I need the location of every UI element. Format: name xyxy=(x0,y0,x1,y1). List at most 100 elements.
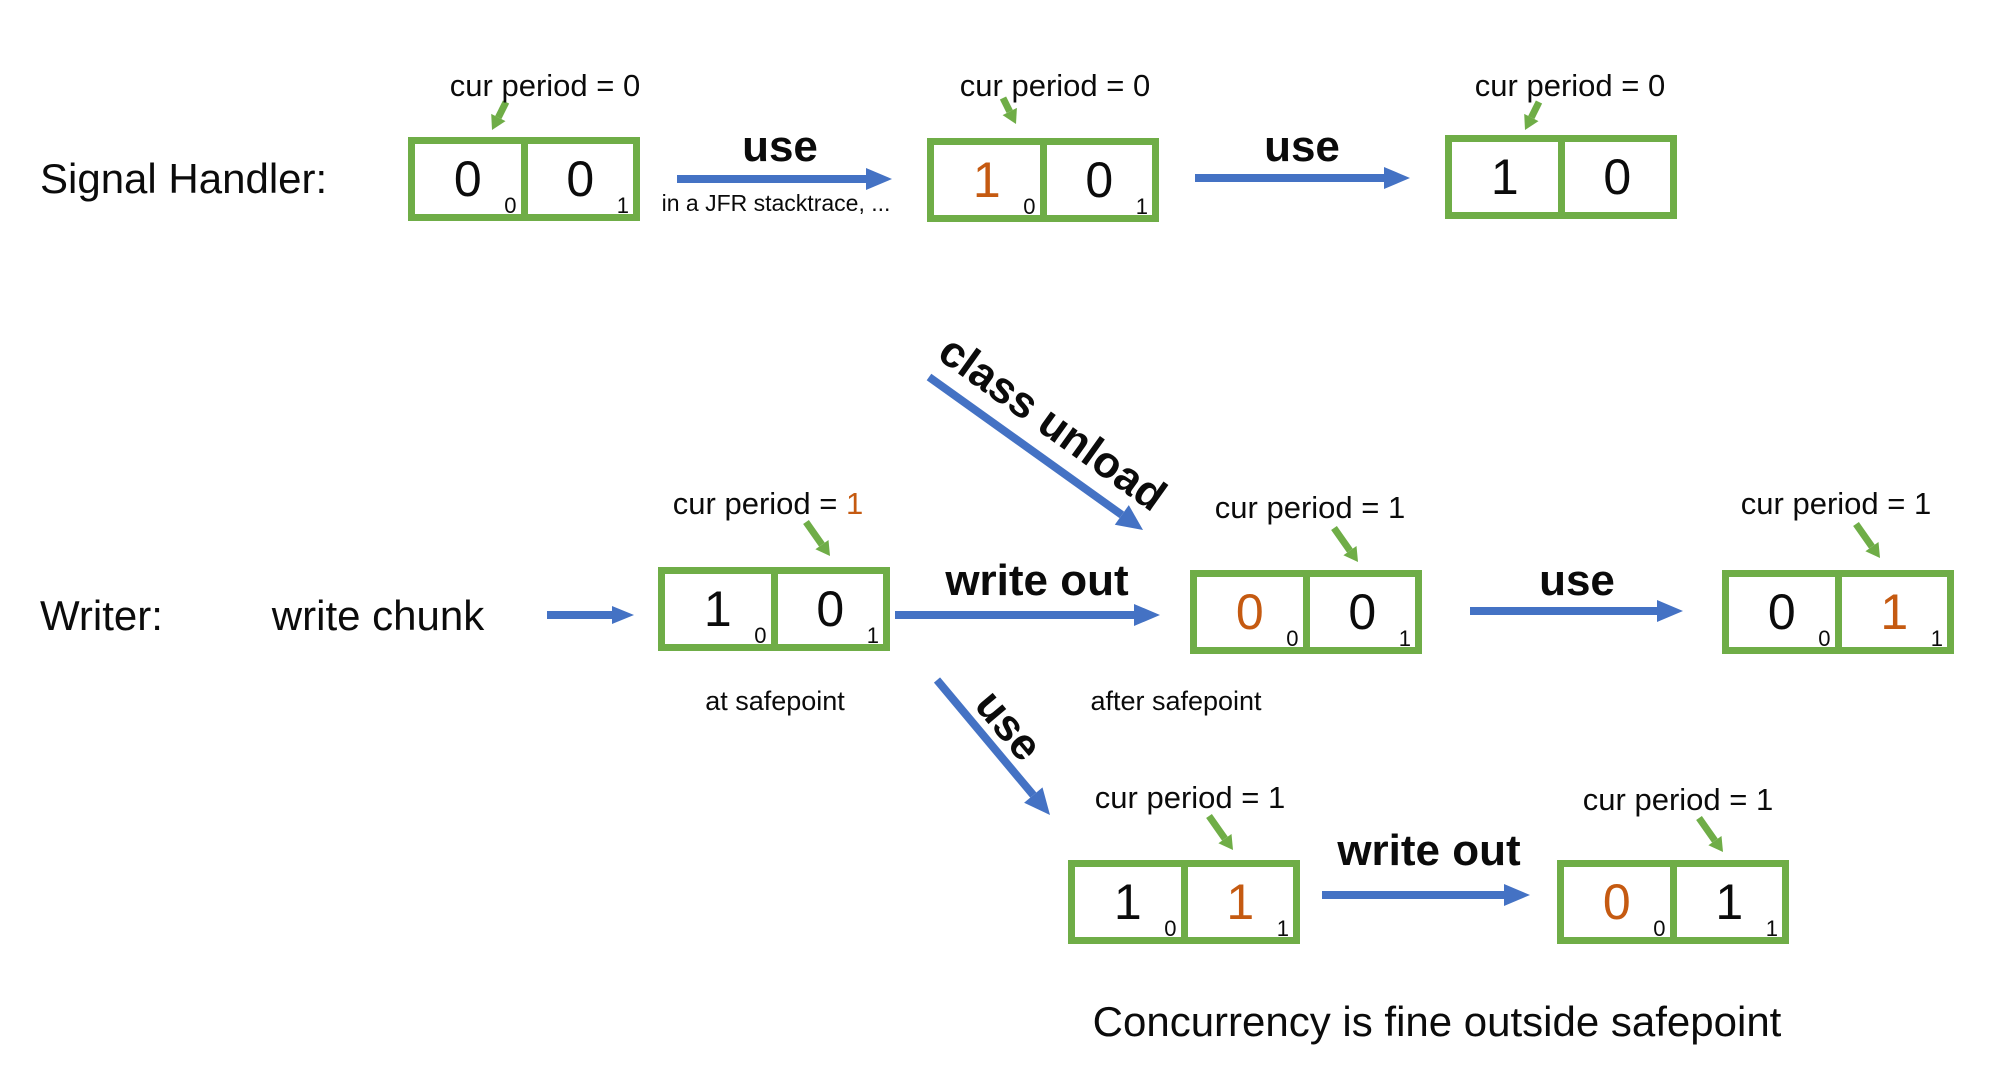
bit-index: 1 xyxy=(1276,916,1289,941)
cur-period-prefix: cur period = xyxy=(449,68,623,103)
bit-index: 0 xyxy=(1023,194,1036,219)
cur-period-prefix: cur period = xyxy=(1094,780,1268,815)
bit-cell-1: 0 xyxy=(1565,142,1671,212)
bit-index: 1 xyxy=(1135,194,1148,219)
cur-period-value: 0 xyxy=(1647,68,1666,103)
cur-period-prefix: cur period = xyxy=(1582,782,1756,817)
cur-period-value: 1 xyxy=(1387,490,1406,525)
bit-value: 0 xyxy=(1767,584,1796,640)
write-out-label-mid: write out xyxy=(945,556,1129,605)
bit-value: 0 xyxy=(1602,874,1631,930)
cur-period-label-sh2: cur period = 0 xyxy=(960,68,1150,104)
cur-period-label-b4: cur period = 1 xyxy=(1095,780,1285,816)
use-label-top-1: use xyxy=(742,122,818,171)
bit-value: 1 xyxy=(1226,874,1255,930)
cur-period-label-w1: cur period = 1 xyxy=(673,486,863,522)
class-unload-arrow xyxy=(926,373,1143,530)
at-safepoint-note: at safepoint xyxy=(705,686,845,716)
write-out-arrow-mid xyxy=(895,604,1160,626)
bit-index: 0 xyxy=(1818,626,1831,651)
use-arrow-top-1 xyxy=(677,168,892,190)
bit-value: 0 xyxy=(1235,584,1264,640)
after-safepoint-note: after safepoint xyxy=(1090,686,1262,716)
bit-value: 0 xyxy=(1085,152,1114,208)
bit-value: 1 xyxy=(1715,874,1744,930)
cur-period-value: 0 xyxy=(1132,68,1151,103)
blue-arrows xyxy=(547,167,1683,906)
bit-index: 0 xyxy=(1164,916,1177,941)
bit-value: 0 xyxy=(453,151,482,207)
signal-handler-row-label: Signal Handler: xyxy=(40,155,328,202)
write-out-arrow-bottom xyxy=(1322,884,1530,906)
cur-period-pointer-w3 xyxy=(1853,521,1880,558)
use-arrow-mid xyxy=(1470,600,1683,622)
state-box-sh3: 1 0 xyxy=(1445,135,1677,219)
use-arrow-diagonal xyxy=(933,677,1050,815)
bit-index: 0 xyxy=(754,623,767,648)
bit-value: 0 xyxy=(816,581,845,637)
bit-index: 1 xyxy=(1765,916,1778,941)
concurrency-caption: Concurrency is fine outside safepoint xyxy=(1092,998,1782,1045)
cur-period-label-b5: cur period = 1 xyxy=(1583,782,1773,818)
cur-period-pointer-b4 xyxy=(1206,813,1233,850)
use-arrow-top-2 xyxy=(1195,167,1410,189)
cur-period-value: 1 xyxy=(1267,780,1286,815)
cur-period-label-w2: cur period = 1 xyxy=(1215,490,1405,526)
write-chunk-arrow xyxy=(547,606,634,624)
cur-period-prefix: cur period = xyxy=(1474,68,1648,103)
cur-period-value: 1 xyxy=(1755,782,1774,817)
bit-value: 1 xyxy=(1490,149,1519,205)
bit-index: 1 xyxy=(866,623,879,648)
bit-cell-0: 1 xyxy=(1452,142,1565,212)
write-out-label-bottom: write out xyxy=(1337,826,1521,875)
bit-value: 0 xyxy=(1348,584,1377,640)
cur-period-prefix: cur period = xyxy=(672,486,846,521)
cur-period-prefix: cur period = xyxy=(1740,486,1914,521)
writer-row-label: Writer: xyxy=(40,592,163,639)
cur-period-label-sh1: cur period = 0 xyxy=(450,68,640,104)
write-chunk-label: write chunk xyxy=(271,592,485,639)
bit-index: 1 xyxy=(1398,626,1411,651)
bit-value: 1 xyxy=(1880,584,1909,640)
cur-period-pointer-sh1 xyxy=(491,100,510,130)
bit-value: 0 xyxy=(566,151,595,207)
bit-index: 0 xyxy=(504,193,517,218)
bit-value: 1 xyxy=(972,152,1001,208)
cur-period-prefix: cur period = xyxy=(1214,490,1388,525)
cur-period-pointer-w2 xyxy=(1331,525,1358,562)
bit-index: 1 xyxy=(1930,626,1943,651)
cur-period-pointer-b5 xyxy=(1696,815,1723,852)
bit-index: 0 xyxy=(1653,916,1666,941)
cur-period-pointer-w1 xyxy=(803,519,830,556)
cur-period-label-w3: cur period = 1 xyxy=(1741,486,1931,522)
bit-index: 0 xyxy=(1286,626,1299,651)
cur-period-value: 1 xyxy=(1913,486,1932,521)
cur-period-value: 0 xyxy=(622,68,641,103)
jfr-stacktrace-note: in a JFR stacktrace, ... xyxy=(661,190,891,216)
cur-period-prefix: cur period = xyxy=(959,68,1133,103)
cur-period-value: 1 xyxy=(845,486,864,521)
cur-period-pointer-sh3 xyxy=(1524,100,1543,130)
bit-index: 1 xyxy=(616,193,629,218)
bit-value: 0 xyxy=(1603,149,1632,205)
